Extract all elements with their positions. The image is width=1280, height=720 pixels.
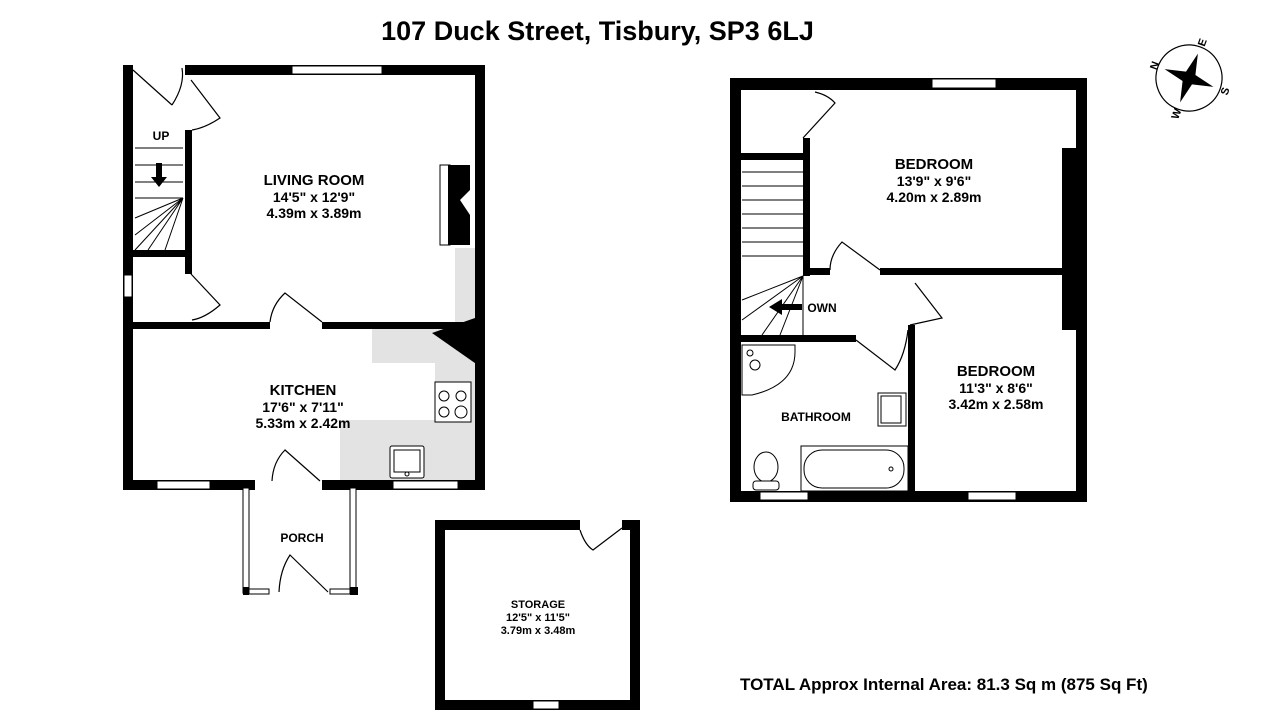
room-name-porch: PORCH xyxy=(280,531,323,545)
kitchen-counter xyxy=(455,248,475,328)
window xyxy=(156,480,211,490)
total-area: TOTAL Approx Internal Area: 81.3 Sq m (8… xyxy=(740,675,1148,694)
corner-unit xyxy=(432,318,482,368)
room-name-bedroom-2: BEDROOM xyxy=(957,363,1035,380)
door xyxy=(269,292,323,323)
room-name-bathroom: BATHROOM xyxy=(781,410,851,424)
ground-floor: UP PORCH LIVING ROOM 14'5" x 12'9" 4.39m… xyxy=(123,65,485,595)
sink-icon xyxy=(389,445,425,479)
porch: PORCH xyxy=(242,487,358,595)
stairs: OWN xyxy=(741,171,837,336)
first-floor: OWN BEDROOM 13'9" x 9'6" 4.20m x 2.89m B… xyxy=(730,78,1087,502)
room-dims-imperial: 12'5" x 11'5" xyxy=(506,612,570,624)
compass-icon: N E S W xyxy=(1148,37,1233,121)
door xyxy=(190,79,221,131)
room-dims-metric: 3.42m x 2.58m xyxy=(949,396,1044,412)
arrow-left-icon xyxy=(769,299,802,315)
compass-south: S xyxy=(1219,86,1233,97)
arrow-down-icon xyxy=(151,163,167,187)
room-dims-imperial: 17'6" x 7'11" xyxy=(262,399,343,415)
room-name-bedroom-1: BEDROOM xyxy=(895,156,973,173)
room-dims-metric: 5.33m x 2.42m xyxy=(256,415,351,431)
room-dims-metric: 4.20m x 2.89m xyxy=(887,189,982,205)
compass-east: E xyxy=(1196,37,1210,48)
window xyxy=(291,65,383,75)
stairs-down-label: OWN xyxy=(807,301,836,315)
door xyxy=(190,273,221,321)
window xyxy=(123,274,133,298)
window xyxy=(392,480,459,490)
plan-title: 107 Duck Street, Tisbury, SP3 6LJ xyxy=(381,16,814,46)
room-dims-imperial: 14'5" x 12'9" xyxy=(273,189,355,205)
shower-icon xyxy=(741,344,796,396)
bath-icon xyxy=(800,445,909,492)
room-name-living-room: LIVING ROOM xyxy=(264,172,365,189)
hob-icon xyxy=(434,381,472,423)
compass-north: N xyxy=(1148,60,1162,72)
front-door xyxy=(132,67,184,106)
stairs: UP xyxy=(134,129,184,251)
stairs-up-label: UP xyxy=(153,129,170,143)
room-dims-imperial: 11'3" x 8'6" xyxy=(959,380,1033,396)
room-dims-metric: 3.79m x 3.48m xyxy=(501,625,576,637)
room-name-storage: STORAGE xyxy=(511,599,565,611)
toilet-icon xyxy=(752,451,780,491)
storage-building: STORAGE 12'5" x 11'5" 3.79m x 3.48m xyxy=(435,520,640,710)
basin-icon xyxy=(877,392,907,427)
room-dims-metric: 4.39m x 3.89m xyxy=(267,205,362,221)
room-name-kitchen: KITCHEN xyxy=(270,382,337,399)
room-dims-imperial: 13'9" x 9'6" xyxy=(897,173,971,189)
door xyxy=(271,449,321,482)
compass-west: W xyxy=(1170,107,1185,121)
